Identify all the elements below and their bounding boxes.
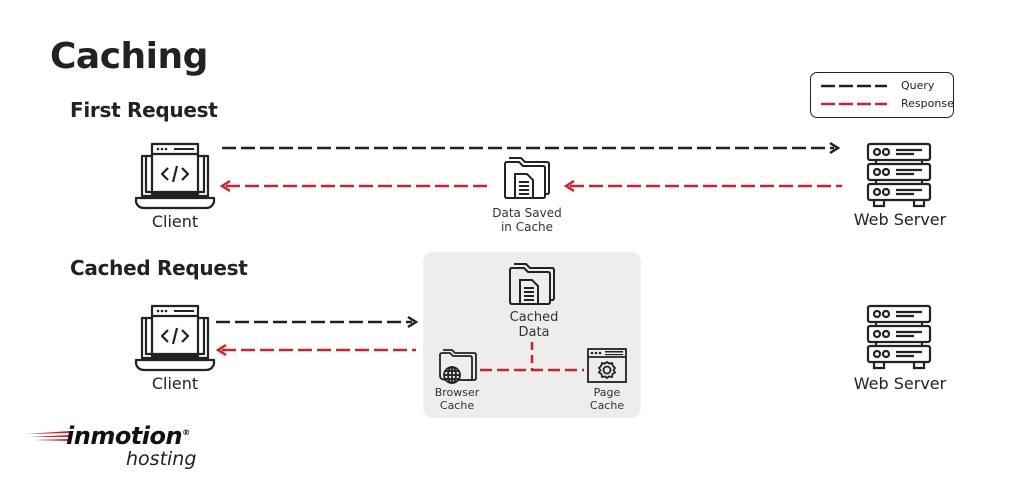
query-line-swatch (821, 84, 887, 87)
page-cache-label: Page Cache (576, 386, 638, 412)
browser-cache-label: Browser Cache (426, 386, 488, 412)
data-saved-label-line1: Data Saved (492, 206, 562, 220)
brand-swoosh-icon (26, 431, 70, 441)
response-line-swatch (821, 102, 887, 105)
registered-mark: ® (182, 428, 190, 437)
data-saved-label: Data Saved in Cache (478, 206, 576, 234)
query-arrow-first (222, 141, 841, 155)
response-arrow-server-to-cache (563, 179, 842, 193)
response-arrow-cached (215, 343, 416, 357)
web-server-label-first: Web Server (853, 210, 947, 229)
client-laptop-icon-cached (134, 304, 216, 372)
legend-label-response: Response (901, 97, 954, 110)
legend-label-query: Query (901, 79, 935, 92)
browser-cache-label-line2: Cache (439, 399, 475, 412)
cache-connector (480, 342, 584, 372)
response-arrow-cache-to-client (219, 179, 488, 193)
first-request-heading: First Request (70, 98, 218, 122)
cached-data-label: Cached Data (496, 310, 572, 340)
page-cache-gear-icon (587, 348, 627, 383)
browser-cache-globe-folder-icon (439, 349, 477, 384)
web-server-icon-cached (866, 304, 932, 370)
client-label-cached: Client (151, 374, 199, 393)
query-arrow-cached (216, 315, 419, 329)
cached-request-heading: Cached Request (70, 256, 248, 280)
cached-data-label-line1: Cached (509, 310, 559, 325)
web-server-icon (866, 142, 932, 208)
brand-sub: hosting (126, 448, 197, 470)
client-label-first: Client (151, 212, 199, 231)
legend-item-query: Query (821, 79, 934, 92)
browser-cache-label-line1: Browser (434, 386, 480, 399)
page-cache-label-line1: Page (593, 386, 621, 399)
cached-data-label-line2: Data (518, 325, 550, 340)
legend-item-response: Response (821, 97, 954, 110)
client-laptop-icon (134, 142, 216, 210)
data-saved-label-line2: in Cache (500, 220, 554, 234)
page-cache-label-line2: Cache (589, 399, 625, 412)
legend: Query Response (810, 72, 954, 118)
web-server-label-cached: Web Server (853, 374, 947, 393)
diagram-title: Caching (50, 36, 208, 77)
data-saved-folder-icon (504, 157, 550, 199)
brand-name-text: inmotion (66, 422, 183, 450)
cached-data-folder-icon (509, 263, 555, 305)
brand-name: inmotion® (66, 422, 190, 450)
